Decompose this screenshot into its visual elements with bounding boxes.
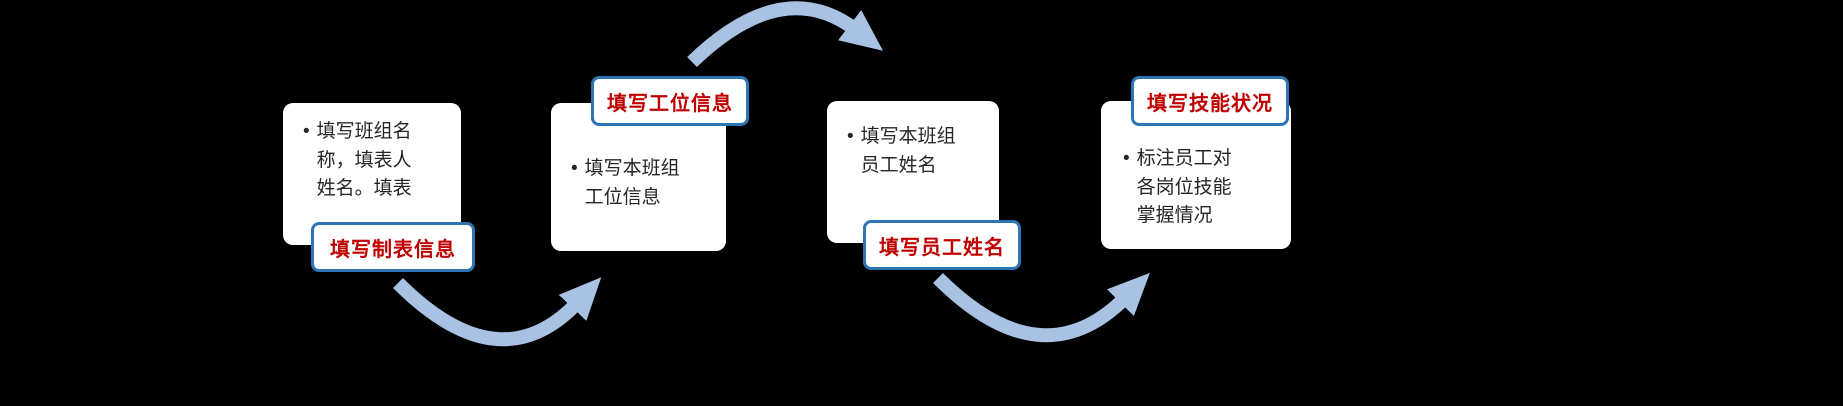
step-3-callout-label: 填写员工姓名 (863, 220, 1021, 270)
step-card-3: • 填写本班组 员工姓名 (827, 101, 999, 243)
step-4-text: 标注员工对 各岗位技能 掌握情况 (1136, 148, 1232, 226)
arrow-step2-to-step3 (687, 1, 883, 68)
step-card-1: • 填写班组名 称，填表人 姓名。填表 (283, 103, 461, 245)
step-1-callout-label: 填写制表信息 (311, 222, 475, 272)
bullet-icon: • (847, 126, 854, 147)
step-2-callout-label: 填写工位信息 (591, 76, 749, 126)
bullet-icon: • (303, 121, 310, 142)
step-2-text: 填写本班组 工位信息 (584, 158, 680, 208)
step-card-2: • 填写本班组 工位信息 (551, 103, 726, 251)
step-4-callout-label: 填写技能状况 (1131, 76, 1289, 126)
step-1-text: 填写班组名 称，填表人 姓名。填表 (316, 121, 412, 199)
arrow-step3-to-step4 (933, 272, 1150, 343)
arrow-step1-to-step2 (393, 277, 602, 347)
bullet-icon: • (1123, 148, 1130, 169)
bullet-icon: • (571, 158, 578, 179)
step-3-text: 填写本班组 员工姓名 (860, 126, 956, 176)
